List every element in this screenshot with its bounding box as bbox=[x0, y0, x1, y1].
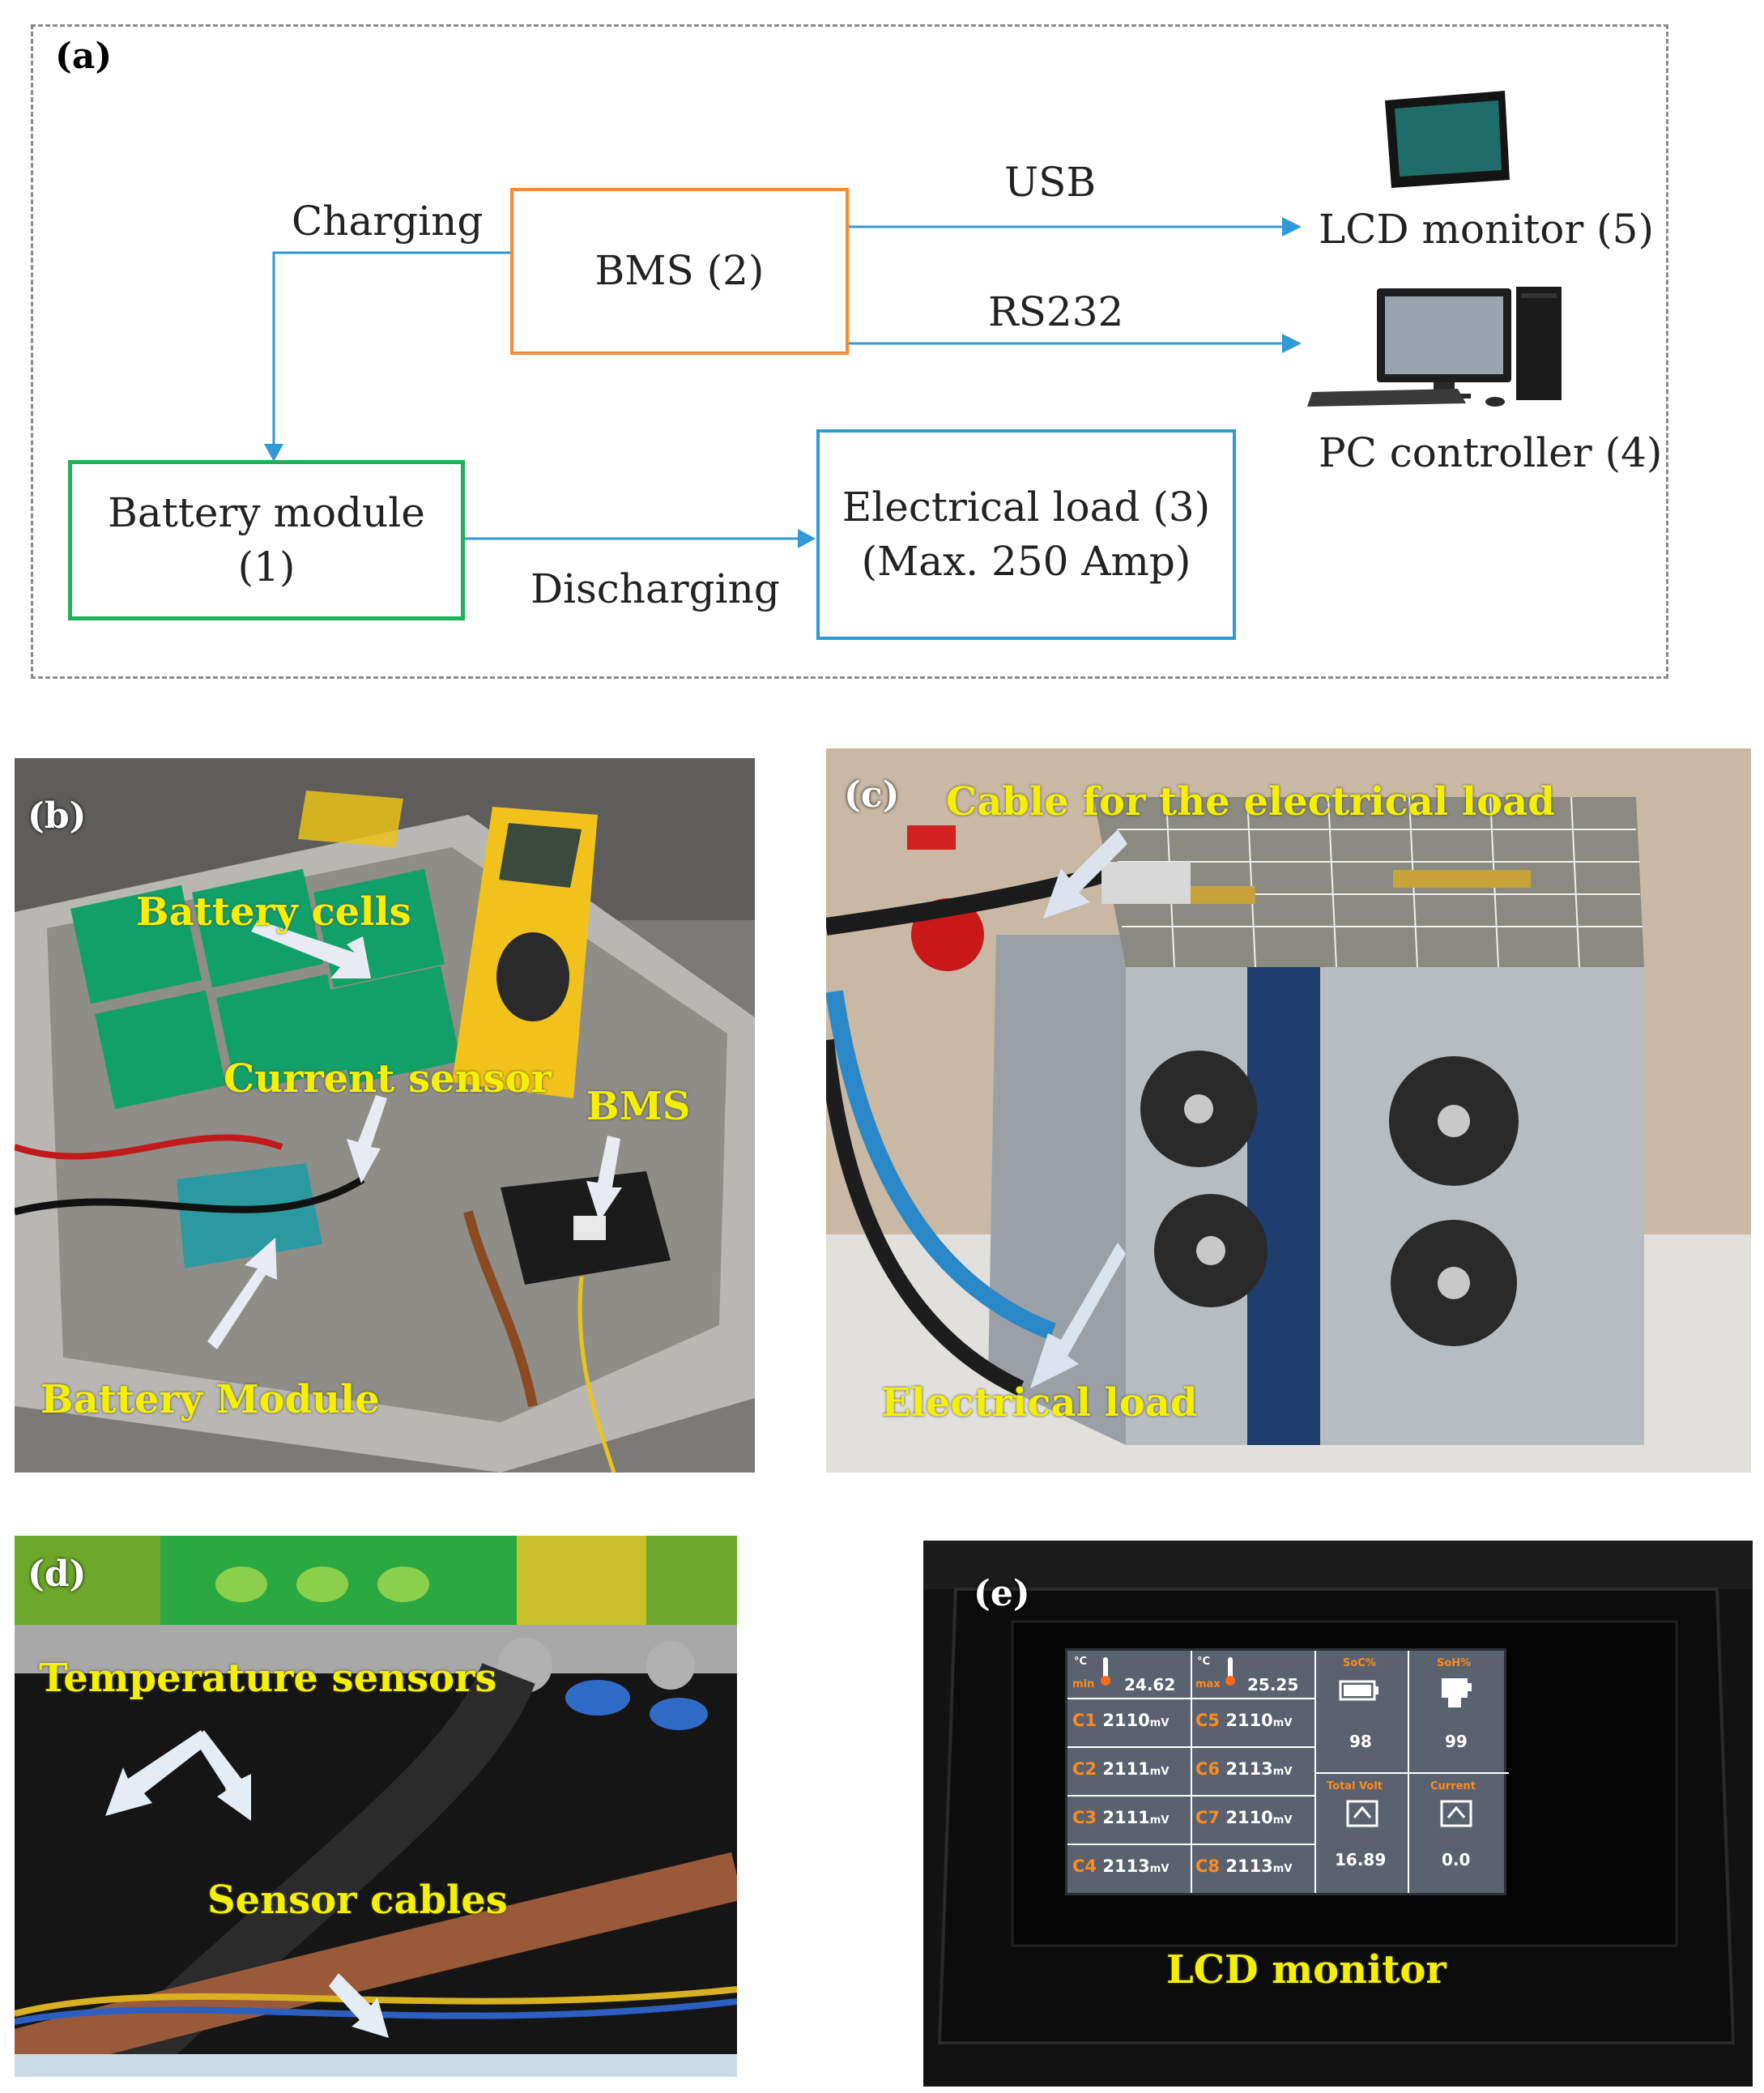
rs232-edge-label: RS232 bbox=[988, 288, 1124, 335]
cell-voltage-c2: C2 2111mV bbox=[1072, 1759, 1170, 1779]
panel-b-label: (b) bbox=[28, 795, 87, 837]
cell-voltage-c4: C4 2113mV bbox=[1072, 1856, 1170, 1876]
panel-b-photo: (b) Battery cells Current sensor BMS Bat… bbox=[15, 758, 755, 1473]
bms-node: BMS (2) bbox=[510, 188, 849, 355]
voltmeter-icon bbox=[1344, 1800, 1380, 1829]
charging-arrowhead bbox=[264, 444, 283, 462]
min-temp-value: 24.62 bbox=[1124, 1675, 1176, 1694]
battery-module-label-line1: Battery module bbox=[108, 488, 425, 536]
current-sensor-label: Current sensor bbox=[224, 1056, 552, 1102]
bms-label: BMS bbox=[586, 1084, 691, 1129]
temperature-sensors-label: Temperature sensors bbox=[39, 1656, 497, 1701]
soh-label: SoH% bbox=[1437, 1657, 1472, 1669]
electrical-load-arrow bbox=[1030, 1243, 1126, 1388]
cell-voltage-c1: C1 2110mV bbox=[1072, 1711, 1170, 1730]
panel-d-label: (d) bbox=[28, 1554, 87, 1595]
soc-label: SoC% bbox=[1343, 1657, 1376, 1669]
cable-arrow bbox=[1043, 829, 1127, 919]
battery-module-photo-illustration bbox=[15, 758, 755, 1473]
min-temp-unit: °C bbox=[1074, 1656, 1088, 1668]
sensor-cables-arrow bbox=[329, 1973, 389, 2038]
thermometer-icon bbox=[1225, 1657, 1236, 1686]
cell-voltage-c5: C5 2110mV bbox=[1195, 1711, 1293, 1730]
lcd-monitor-node-label: LCD monitor (5) bbox=[1319, 206, 1654, 253]
discharging-arrowhead bbox=[798, 529, 816, 548]
battery-module-label: Battery Module bbox=[40, 1377, 380, 1422]
soh-value: 99 bbox=[1445, 1732, 1468, 1751]
panel-e-label: (e) bbox=[974, 1573, 1030, 1614]
cell-voltage-c3: C3 2111mV bbox=[1072, 1808, 1170, 1827]
temperature-sensor-arrow-left bbox=[105, 1730, 209, 1816]
current-sensor-arrow bbox=[347, 1095, 387, 1183]
pc-controller-node-label: PC controller (4) bbox=[1319, 429, 1663, 476]
soc-value: 98 bbox=[1349, 1732, 1372, 1751]
charging-edge-label: Charging bbox=[292, 198, 484, 245]
electrical-load-label-line2: (Max. 250 Amp) bbox=[861, 538, 1191, 585]
total-volt-value: 16.89 bbox=[1335, 1850, 1387, 1869]
battery-module-arrow bbox=[207, 1238, 277, 1349]
cell-voltage-c7: C7 2110mV bbox=[1195, 1808, 1293, 1827]
cell-voltage-c8: C8 2113mV bbox=[1195, 1856, 1293, 1876]
panel-a-label: (a) bbox=[55, 36, 113, 77]
temperature-sensor-arrow-right bbox=[194, 1730, 251, 1821]
battery-health-icon bbox=[1438, 1675, 1474, 1711]
discharging-edge-label: Discharging bbox=[530, 565, 780, 612]
electrical-load-node: Electrical load (3) (Max. 250 Amp) bbox=[816, 429, 1236, 640]
rs232-arrowhead bbox=[1282, 334, 1302, 353]
panel-d-photo: (d) Temperature sensors Sensor cables bbox=[15, 1536, 737, 2077]
thermometer-icon bbox=[1100, 1657, 1111, 1686]
electrical-load-label-line1: Electrical load (3) bbox=[842, 483, 1211, 531]
cell-voltage-c6: C6 2113mV bbox=[1195, 1759, 1293, 1779]
panel-c-label: (c) bbox=[844, 774, 900, 816]
max-temp-value: 25.25 bbox=[1247, 1675, 1299, 1694]
pc-controller-icon bbox=[1307, 287, 1562, 407]
battery-module-node: Battery module (1) bbox=[68, 460, 465, 620]
ammeter-icon bbox=[1438, 1800, 1474, 1829]
panel-c-photo: (c) Cable for the electrical load Electr… bbox=[826, 748, 1751, 1473]
electrical-load-photo-illustration bbox=[826, 748, 1751, 1473]
sensors-photo-illustration bbox=[15, 1536, 737, 2077]
max-temp-unit: °C bbox=[1197, 1656, 1211, 1668]
battery-cells-label: Battery cells bbox=[136, 889, 411, 935]
current-value: 0.0 bbox=[1442, 1850, 1471, 1869]
electrical-load-label: Electrical load bbox=[881, 1380, 1198, 1426]
battery-icon bbox=[1339, 1678, 1381, 1703]
bms-arrow bbox=[586, 1136, 622, 1221]
current-label: Current bbox=[1430, 1780, 1476, 1792]
diagram-panel-a bbox=[31, 24, 1668, 679]
lcd-monitor-icon bbox=[1385, 91, 1510, 188]
charging-arrow bbox=[272, 251, 510, 454]
bms-node-label: BMS (2) bbox=[594, 247, 765, 295]
usb-arrowhead bbox=[1282, 217, 1302, 237]
usb-edge-label: USB bbox=[1004, 159, 1097, 206]
battery-module-label-line2: (1) bbox=[237, 543, 296, 590]
cable-label: Cable for the electrical load bbox=[946, 779, 1555, 825]
total-volt-label: Total Volt bbox=[1327, 1780, 1383, 1792]
lcd-screen: °C min 24.62 °C max 25.25 C1 2110mV C2 2… bbox=[1065, 1648, 1509, 1895]
max-temp-label: max bbox=[1195, 1678, 1221, 1690]
diagram-connectors bbox=[264, 217, 1302, 548]
min-temp-label: min bbox=[1072, 1678, 1095, 1690]
lcd-caption-label: LCD monitor bbox=[1166, 1947, 1447, 1993]
sensor-cables-label: Sensor cables bbox=[207, 1878, 508, 1923]
battery-cells-arrow bbox=[251, 920, 371, 978]
